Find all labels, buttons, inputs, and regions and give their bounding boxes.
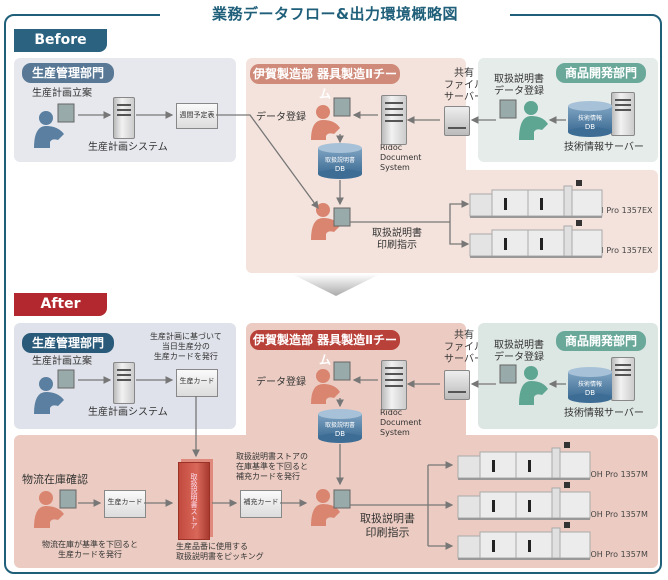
after-iga-team-label: 伊賀製造部 器具製造Ⅱチーム <box>250 330 400 367</box>
after-tech-server-icon <box>611 357 635 401</box>
before-planning-server-icon <box>113 97 135 139</box>
after-product-data-entry-label: 取扱説明書 データ登録 <box>494 340 544 363</box>
after-tab: After <box>14 293 107 316</box>
after-tech-server-label: 技術情報サーバー <box>564 408 644 419</box>
refill-card-note: 取扱説明書ストアの 在庫基準を下回ると 補充カードを発行 <box>236 452 308 481</box>
after-card-issue-note: 生産計画に基づいて 当日生産分の 生産カードを発行 <box>150 332 222 361</box>
before-printer-label-2: RICOH Pro 1357EX <box>578 246 653 255</box>
after-production-dept-label: 生産管理部門 <box>22 333 114 353</box>
before-product-data-entry-label: 取扱説明書 データ登録 <box>494 74 544 97</box>
before-data-entry-label: データ登録 <box>256 112 306 123</box>
after-print-label: 取扱説明書 印刷指示 <box>360 512 415 539</box>
before-weekly-schedule-doc: 週間予定表 <box>176 103 218 129</box>
after-planning-label: 生産計画立案 <box>32 356 92 367</box>
before-shared-server-label: 共有 ファイル サーバー <box>444 68 484 103</box>
after-data-entry-label: データ登録 <box>256 377 306 388</box>
before-ridoc-server-icon <box>381 95 407 145</box>
before-product-dept-label: 商品開発部門 <box>556 63 646 83</box>
logistics-card-note: 物流在庫が基準を下回ると 生産カードを発行 <box>42 540 138 559</box>
after-printer-label-2: RICOH Pro 1357M <box>577 510 648 519</box>
after-ridoc-server-icon <box>381 360 407 410</box>
after-printer-label-3: RICOH Pro 1357M <box>577 550 648 559</box>
diagram-title: 業務データフロー&出力環境概略図 <box>160 3 510 24</box>
after-planning-server-icon <box>113 362 135 404</box>
before-shared-file-server-icon <box>444 106 470 136</box>
after-shared-file-server-icon <box>444 370 470 400</box>
after-system-label: 生産計画システム <box>88 407 168 418</box>
after-production-card-doc: 生産カード <box>176 369 218 397</box>
after-product-dept-label: 商品開発部門 <box>556 331 646 351</box>
before-ridoc-label: Ridoc Document System <box>380 143 422 172</box>
before-tech-server-icon <box>611 92 635 136</box>
before-tech-server-label: 技術情報サーバー <box>564 142 644 153</box>
after-ridoc-label: Ridoc Document System <box>380 408 422 437</box>
before-print-area-panel <box>246 170 658 273</box>
logistics-production-card-doc: 生産カード <box>104 490 146 518</box>
before-printer-label-1: RICOH Pro 1357EX <box>578 206 653 215</box>
before-print-label: 取扱説明書 印刷指示 <box>372 228 422 251</box>
before-planning-label: 生産計画立案 <box>32 88 92 99</box>
store-picking-note: 生産品番に使用する 取扱説明書をピッキング <box>176 542 264 561</box>
before-tab: Before <box>14 29 107 52</box>
manual-store-box: 取扱説明書ストア <box>178 462 210 540</box>
before-system-label: 生産計画システム <box>88 142 168 153</box>
after-printer-label-1: RICOH Pro 1357M <box>577 470 648 479</box>
before-production-dept-label: 生産管理部門 <box>22 63 114 83</box>
refill-card-doc: 補充カード <box>240 490 282 518</box>
after-shared-server-label: 共有 ファイル サーバー <box>444 330 484 365</box>
before-iga-team-label: 伊賀製造部 器具製造Ⅱチーム <box>250 64 400 101</box>
stock-check-label: 物流在庫確認 <box>22 473 88 486</box>
